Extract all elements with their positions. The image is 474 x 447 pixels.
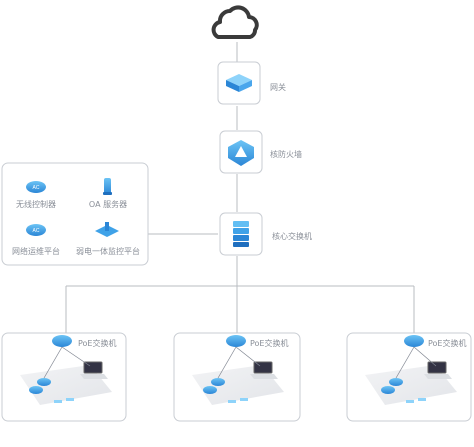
poe-switch-label-2: PoE交换机 xyxy=(250,339,289,348)
connection-lines xyxy=(65,42,415,333)
access-point-icon xyxy=(389,378,403,386)
access-point-icon xyxy=(203,386,217,394)
poe-switch-icon xyxy=(52,335,72,347)
poe-switch-label-1: PoE交换机 xyxy=(78,339,117,348)
gateway-label: 网关 xyxy=(270,83,286,92)
endpoint-icon xyxy=(228,398,248,403)
svg-text:AC: AC xyxy=(33,185,40,191)
endpoint-icon xyxy=(406,398,426,403)
oa-server-label: OA 服务器 xyxy=(88,200,128,209)
monitoring-platform-label: 弱电一体监控平台 xyxy=(76,247,140,256)
firewall-node xyxy=(219,130,263,174)
laptop-icon xyxy=(424,361,452,379)
gateway-node xyxy=(217,61,261,105)
firewall-icon xyxy=(228,140,254,166)
wireless-controller-icon: AC xyxy=(26,181,46,193)
endpoint-icon xyxy=(54,398,74,403)
poe-switch-label-3: PoE交换机 xyxy=(428,339,467,348)
branch-box-3 xyxy=(346,332,472,422)
access-point-icon xyxy=(29,386,43,394)
network-ops-platform-label: 网络运维平台 xyxy=(12,247,60,256)
svg-text:AC: AC xyxy=(33,228,40,234)
branch-box-2 xyxy=(173,332,301,422)
core-switch-node xyxy=(219,212,263,256)
access-point-icon xyxy=(381,386,395,394)
server-group-box: AC AC xyxy=(1,162,149,266)
wireless-controller-label: 无线控制器 xyxy=(16,200,56,209)
poe-switch-icon xyxy=(404,335,424,347)
access-point-icon xyxy=(211,378,225,386)
poe-switch-icon xyxy=(226,335,246,347)
branch-box-1 xyxy=(1,332,127,422)
oa-server-icon xyxy=(103,178,112,195)
core-switch-label: 核心交换机 xyxy=(272,232,312,241)
firewall-label: 核防火墙 xyxy=(270,150,302,159)
network-ops-platform-icon: AC xyxy=(26,224,46,236)
access-point-icon xyxy=(37,378,51,386)
core-switch-icon xyxy=(233,221,249,247)
router-icon xyxy=(226,74,252,92)
cloud-icon xyxy=(211,5,259,39)
monitoring-platform-icon xyxy=(95,222,119,237)
